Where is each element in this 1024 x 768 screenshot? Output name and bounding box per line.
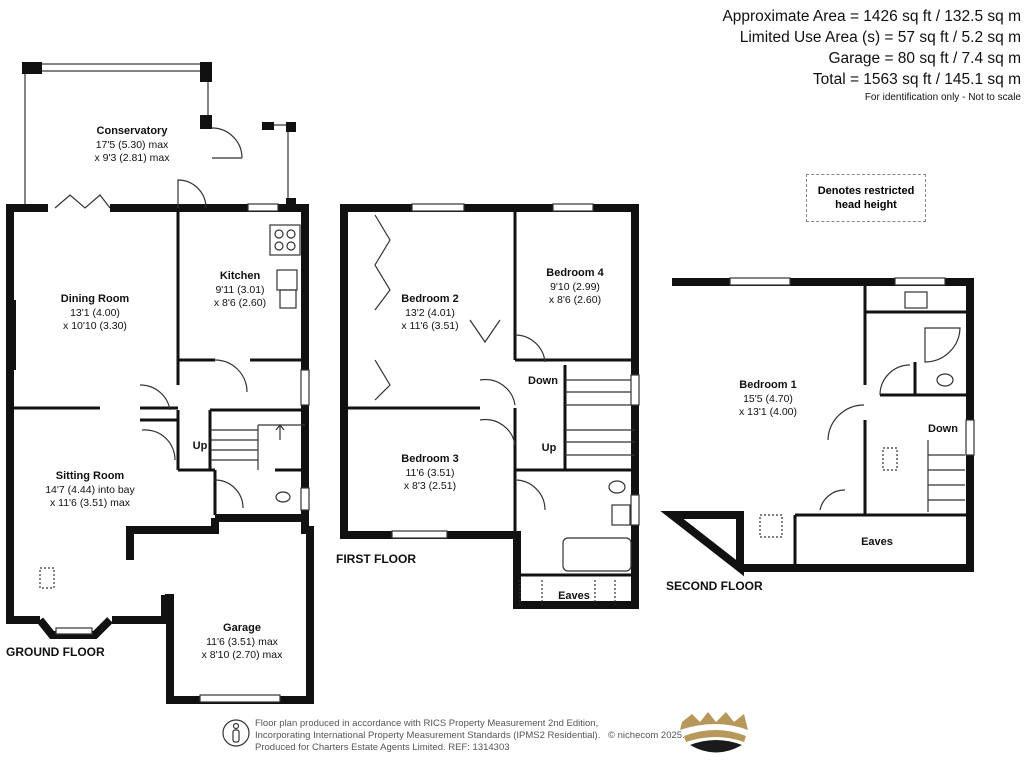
crown-logo	[680, 712, 748, 753]
room-dim: x 10'10 (3.30)	[63, 320, 127, 332]
restricted-height-marker	[39, 567, 55, 589]
garage-area: Garage = 80 sq ft / 7.4 sq m	[828, 50, 1021, 67]
footer-line3: Produced for Charters Estate Agents Limi…	[255, 742, 510, 753]
shower-icon	[924, 327, 961, 363]
second-doors	[819, 364, 911, 511]
room-dim: 13'1 (4.00)	[70, 307, 120, 319]
ground-doors	[139, 179, 248, 509]
room-name-conservatory: Conservatory	[97, 125, 169, 137]
approximate-area: Approximate Area = 1426 sq ft / 132.5 sq…	[722, 8, 1021, 25]
room-name-sitting: Sitting Room	[56, 470, 125, 482]
total-area: Total = 1563 sq ft / 145.1 sq m	[812, 71, 1021, 88]
wc-icon	[936, 373, 954, 387]
bay-window	[36, 617, 113, 639]
eaves-label: Eaves	[558, 590, 590, 602]
first-internal-walls	[344, 208, 635, 577]
floor-label-ground: GROUND FLOOR	[6, 645, 105, 659]
sink-icon	[279, 289, 297, 309]
footer-line2: Incorporating International Property Mea…	[255, 730, 601, 741]
room-dim: x 13'1 (4.00)	[739, 406, 797, 418]
footer-credits: Floor plan produced in accordance with R…	[255, 718, 600, 754]
room-dim: 9'10 (2.99)	[550, 281, 600, 293]
room-dim: 13'2 (4.01)	[405, 307, 455, 319]
scale-note: For identification only - Not to scale	[864, 92, 1021, 103]
ground-exterior-walls	[6, 204, 314, 704]
room-dim: 9'11 (3.01)	[215, 284, 264, 296]
appliance-icon	[276, 269, 298, 291]
room-dim: x 8'3 (2.51)	[404, 480, 456, 492]
bath-icon	[562, 537, 632, 572]
room-dim: 14'7 (4.44) into bay	[45, 484, 135, 496]
stairs-label: Up	[542, 442, 557, 454]
floor-label-second: SECOND FLOOR	[666, 579, 763, 593]
room-dim: 11'6 (3.51) max	[206, 636, 279, 648]
room-name-garage: Garage	[223, 622, 261, 634]
conservatory-door	[211, 127, 243, 159]
ground-floor-plan: Conservatory 17'5 (5.30) max x 9'3 (2.81…	[6, 62, 314, 704]
restricted-height-marker	[759, 514, 783, 538]
legend-line2: head height	[835, 199, 897, 211]
first-stairs	[565, 379, 635, 456]
room-dim: 17'5 (5.30) max	[96, 139, 169, 151]
stairs-label: Up	[193, 440, 208, 452]
bifold-door	[54, 194, 111, 209]
first-exterior-walls	[340, 204, 639, 609]
legend-line1: Denotes restricted	[817, 185, 915, 197]
area-summary: Approximate Area = 1426 sq ft / 132.5 sq…	[722, 6, 1021, 106]
room-dim: x 8'10 (2.70) max	[202, 649, 284, 661]
room-name-bedroom3: Bedroom 3	[401, 453, 458, 465]
basin-icon	[611, 504, 631, 526]
restricted-height-legend: Denotes restricted head height	[806, 174, 926, 222]
floor-label-first: FIRST FLOOR	[336, 552, 416, 566]
second-internal-walls	[793, 282, 970, 568]
second-exterior-walls	[660, 278, 974, 577]
room-name-bedroom4: Bedroom 4	[546, 267, 604, 279]
room-name-bedroom1: Bedroom 1	[739, 379, 796, 391]
conservatory-window	[24, 63, 209, 72]
stairs-label: Down	[928, 423, 958, 435]
eaves-label: Eaves	[861, 536, 893, 548]
wc-icon	[275, 491, 291, 503]
copyright: © nichecom 2025.	[608, 730, 685, 741]
room-dim: x 11'6 (3.51)	[401, 320, 458, 332]
ground-exterior-walls-2	[126, 514, 305, 560]
hob-icon	[269, 224, 301, 256]
room-name-bedroom2: Bedroom 2	[401, 293, 458, 305]
room-name-kitchen: Kitchen	[220, 270, 261, 282]
room-dim: x 9'3 (2.81) max	[95, 152, 171, 164]
room-dim: 15'5 (4.70)	[743, 393, 793, 405]
basin-icon	[904, 291, 928, 309]
wardrobes	[374, 214, 501, 401]
wc-icon	[608, 480, 626, 494]
first-doors	[479, 334, 546, 511]
limited-use-area: Limited Use Area (s) = 57 sq ft / 5.2 sq…	[739, 29, 1021, 46]
ground-internal-walls	[10, 208, 305, 515]
second-stairs	[927, 440, 965, 512]
room-dim: x 8'6 (2.60)	[549, 294, 601, 306]
person-icon	[222, 719, 250, 747]
footer-line1: Floor plan produced in accordance with R…	[255, 718, 599, 729]
room-dim: x 11'6 (3.51) max	[50, 497, 131, 509]
room-dim: 11'6 (3.51)	[405, 467, 454, 479]
room-name-dining: Dining Room	[61, 293, 130, 305]
stairs-arrow-icon	[275, 424, 285, 440]
ground-stairs	[210, 424, 305, 470]
second-floor-plan: Bedroom 1 15'5 (4.70) x 13'1 (4.00) Down…	[660, 277, 975, 593]
restricted-height-marker	[882, 447, 898, 471]
stairs-label: Down	[528, 375, 558, 387]
room-dim: x 8'6 (2.60)	[214, 297, 266, 309]
first-floor-plan: Bedroom 2 13'2 (4.01) x 11'6 (3.51) Bedr…	[336, 203, 640, 609]
